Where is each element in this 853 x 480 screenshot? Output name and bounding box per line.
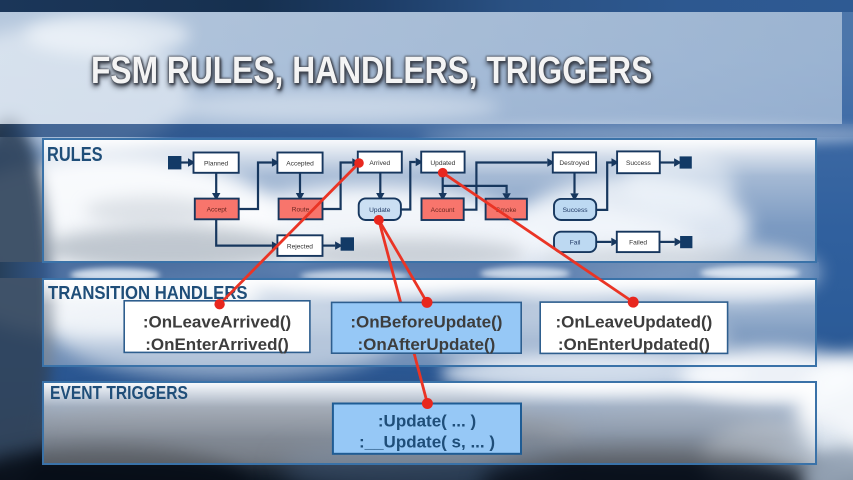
- svg-text:Smoke: Smoke: [496, 207, 517, 214]
- svg-text:Update: Update: [369, 207, 391, 214]
- svg-text:Destroyed: Destroyed: [559, 160, 589, 167]
- svg-text:Accepted: Accepted: [286, 160, 314, 167]
- svg-text:Rejected: Rejected: [287, 243, 313, 250]
- svg-text:Success: Success: [563, 207, 589, 214]
- svg-text::OnAfterUpdate(): :OnAfterUpdate(): [357, 335, 495, 354]
- svg-text::OnEnterArrived(): :OnEnterArrived(): [145, 335, 289, 354]
- svg-text:Failed: Failed: [629, 240, 647, 247]
- svg-text:Success: Success: [626, 160, 652, 167]
- svg-text::OnLeaveUpdated(): :OnLeaveUpdated(): [556, 313, 713, 332]
- svg-text:Planned: Planned: [204, 160, 229, 167]
- svg-text::OnLeaveArrived(): :OnLeaveArrived(): [143, 313, 291, 332]
- svg-text::__Update( s, ... ): :__Update( s, ... ): [359, 433, 495, 452]
- svg-text:Updated: Updated: [430, 160, 455, 167]
- svg-text::Update( ... ): :Update( ... ): [378, 412, 476, 431]
- svg-text::OnEnterUpdated(): :OnEnterUpdated(): [558, 335, 710, 354]
- svg-text:Accept: Accept: [207, 207, 227, 214]
- svg-text:Fail: Fail: [570, 240, 581, 247]
- svg-text::OnBeforeUpdate(): :OnBeforeUpdate(): [350, 313, 502, 332]
- svg-text:Arrived: Arrived: [369, 160, 390, 167]
- svg-text:Route: Route: [292, 207, 310, 214]
- svg-text:Account: Account: [431, 207, 455, 214]
